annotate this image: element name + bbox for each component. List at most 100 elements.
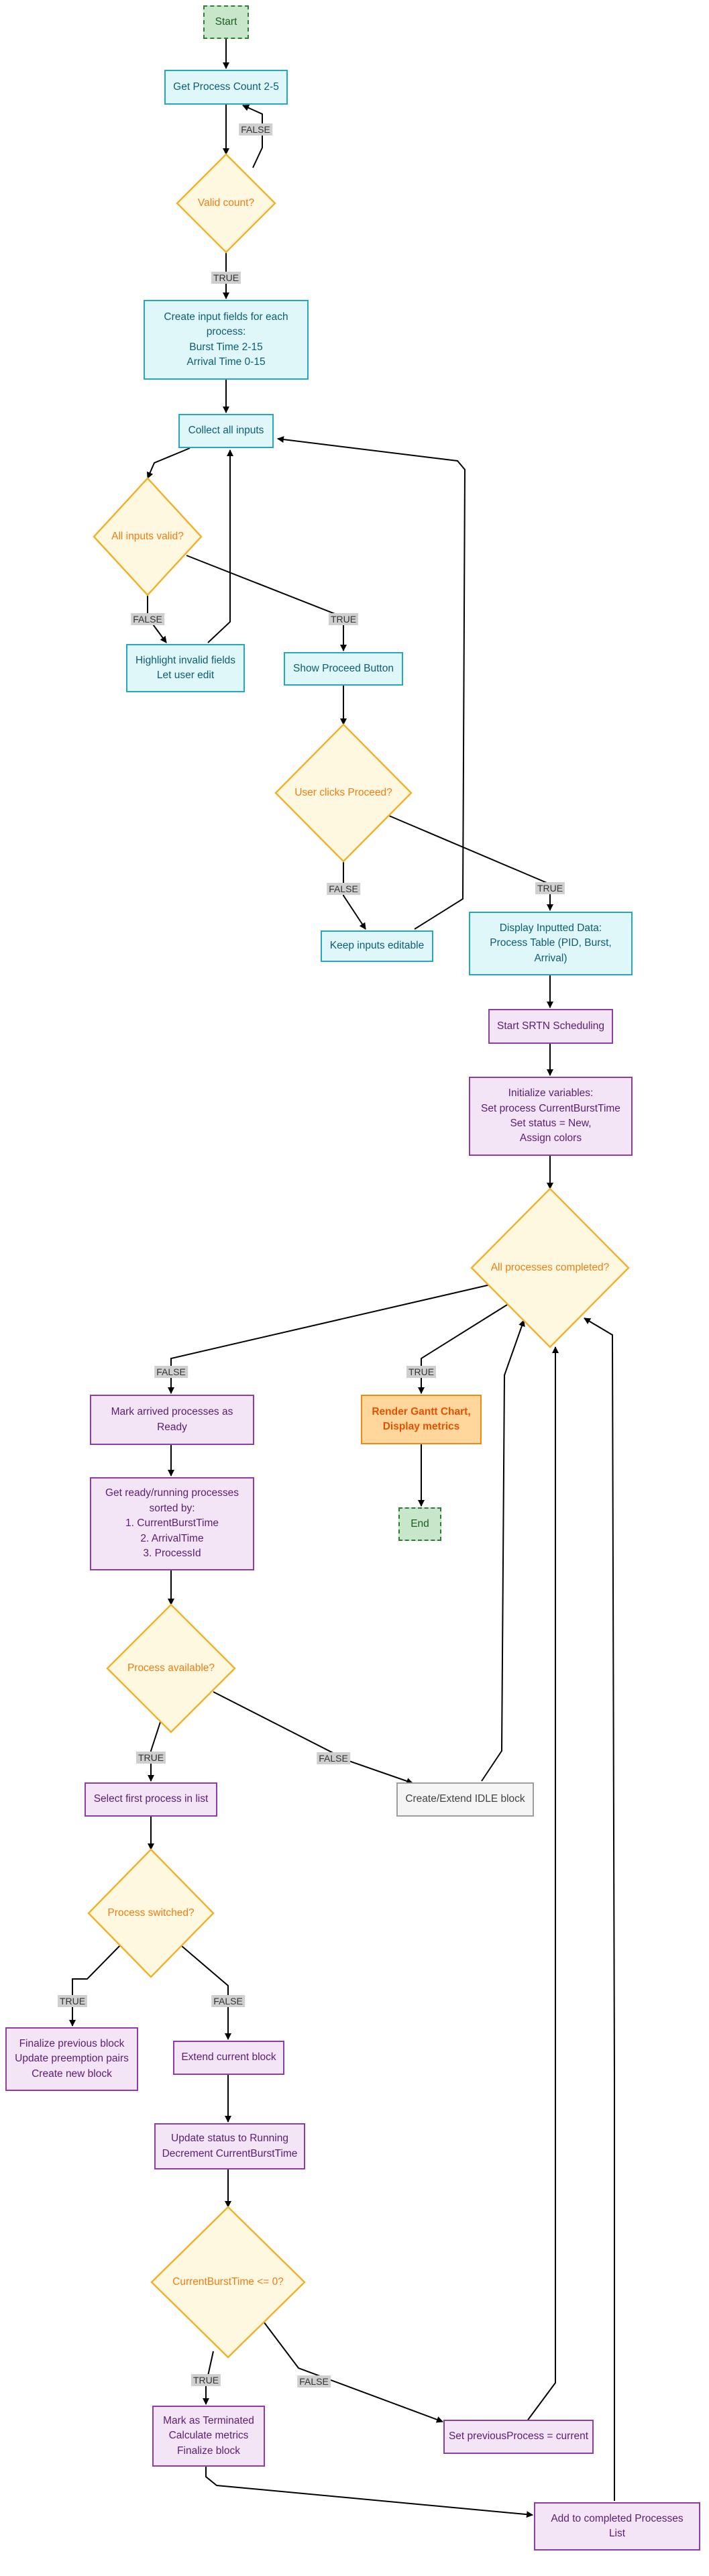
node-text-line: Extend current block bbox=[181, 2051, 276, 2063]
node-text-line: Burst Time 2-15 bbox=[189, 341, 263, 353]
edge-highlight-to-collect bbox=[207, 449, 233, 643]
node-text-line: Display Inputted Data: bbox=[499, 922, 602, 934]
node-text-line: sorted by: bbox=[149, 1502, 195, 1514]
node-get-ready: Get ready/running processes sorted by: 1. … bbox=[90, 1477, 254, 1570]
node-text-line: Show Proceed Button bbox=[293, 662, 394, 674]
node-text-line: Display metrics bbox=[382, 1421, 460, 1432]
node-text-line: Arrival Time 0-15 bbox=[186, 356, 266, 368]
edge-switched-false-to-extend bbox=[181, 1945, 231, 2040]
node-text-line: Add to completed Processes bbox=[551, 2512, 684, 2524]
node-set-previous: Set previousProcess = current bbox=[443, 2420, 594, 2454]
node-display-data: Display Inputted Data: Process Table (PID… bbox=[469, 912, 633, 975]
node-text-line: Finalize block bbox=[177, 2445, 240, 2457]
node-start: Start bbox=[203, 5, 249, 39]
node-text-line: Start SRTN Scheduling bbox=[497, 1020, 604, 1032]
edge-valid-false-to-count bbox=[242, 105, 263, 168]
edge-label-proceed-false: FALSE bbox=[327, 883, 360, 895]
edge-switched-true-to-finalize bbox=[69, 1944, 121, 2027]
node-extend-block: Extend current block bbox=[173, 2041, 284, 2075]
node-keep-editable: Keep inputs editable bbox=[321, 930, 433, 962]
edge-inputs-true-to-proceed bbox=[186, 555, 347, 651]
node-get-count: Get Process Count 2-5 bbox=[164, 70, 288, 105]
decision-user-clicks bbox=[274, 723, 413, 863]
node-text-line: Mark as Terminated bbox=[163, 2414, 254, 2426]
node-start-srtn: Start SRTN Scheduling bbox=[488, 1009, 613, 1044]
node-init-vars: Initialize variables: Set process Current… bbox=[469, 1077, 633, 1156]
decision-valid-count bbox=[176, 153, 276, 254]
node-text-line: Update status to Running bbox=[171, 2133, 288, 2145]
edge-terminated-to-addcompleted bbox=[205, 2467, 533, 2518]
node-text-line: Start bbox=[215, 15, 237, 28]
edge-available-true-to-select bbox=[148, 1719, 162, 1782]
edge-keep-to-collect bbox=[277, 436, 466, 930]
node-text-line: Arrival) bbox=[534, 952, 567, 964]
edge-label-burst-true: TRUE bbox=[190, 2374, 221, 2386]
node-text-line: Ready bbox=[157, 1421, 187, 1433]
node-text-line: 1. CurrentBurstTime bbox=[125, 1517, 219, 1529]
edge-label-completed-false: FALSE bbox=[154, 1366, 188, 1378]
edge-label-switched-true: TRUE bbox=[57, 1995, 88, 2007]
node-text-line: 2. ArrivalTime bbox=[140, 1532, 204, 1544]
node-text-line: process: bbox=[206, 326, 246, 338]
node-text-line: Create input fields for each bbox=[164, 311, 288, 323]
decision-inputs-valid bbox=[93, 477, 203, 596]
node-text-line: End bbox=[411, 1517, 429, 1529]
edge-label-available-false: FALSE bbox=[317, 1752, 350, 1764]
decision-process-switched bbox=[87, 1848, 215, 1978]
edge-setprev-to-completed bbox=[526, 1346, 559, 2422]
node-text-line: Create new block bbox=[32, 2068, 112, 2080]
edge-burst-false-to-setprev bbox=[263, 2321, 443, 2423]
node-text-line: Set status = New, bbox=[510, 1118, 592, 1129]
node-render-gantt: Render Gantt Chart, Display metrics bbox=[361, 1395, 482, 1444]
edge-label-completed-true: TRUE bbox=[406, 1366, 437, 1378]
node-show-proceed: Show Proceed Button bbox=[284, 652, 403, 686]
edge-label-available-true: TRUE bbox=[135, 1752, 166, 1764]
decision-process-available bbox=[106, 1603, 236, 1733]
node-text-line: Set process CurrentBurstTime bbox=[481, 1102, 620, 1114]
node-text-line: Create/Extend IDLE block bbox=[405, 1793, 525, 1805]
node-end: End bbox=[398, 1507, 441, 1541]
node-idle-block: Create/Extend IDLE block bbox=[396, 1782, 534, 1817]
node-text-line: Get ready/running processes bbox=[105, 1487, 239, 1499]
edge-idle-to-completed bbox=[481, 1320, 525, 1782]
edge-completed-true-to-render bbox=[418, 1304, 508, 1394]
edge-user-true-to-display bbox=[388, 815, 553, 911]
edge-label-inputs-true: TRUE bbox=[328, 613, 359, 625]
edge-label-burst-false: FALSE bbox=[297, 2375, 331, 2387]
node-text-line: 3. ProcessId bbox=[143, 1548, 201, 1560]
node-text-line: Render Gantt Chart, bbox=[372, 1405, 471, 1417]
node-text-line: Finalize previous block bbox=[19, 2037, 125, 2049]
edge-addcompleted-to-completed bbox=[584, 1318, 615, 2501]
edge-collect-to-inputsvalid bbox=[147, 447, 190, 479]
edge-label-proceed-true: TRUE bbox=[535, 882, 565, 894]
edge-label-inputs-false: FALSE bbox=[131, 613, 164, 625]
node-text-line: Calculate metrics bbox=[168, 2430, 249, 2442]
node-text-line: Initialize variables: bbox=[508, 1087, 594, 1099]
node-text-line: Keep inputs editable bbox=[329, 940, 425, 952]
node-text-line: Let user edit bbox=[156, 669, 215, 681]
node-select-first: Select first process in list bbox=[85, 1782, 217, 1817]
node-text-line: Set previousProcess = current bbox=[448, 2430, 589, 2443]
node-text-line: Select first process in list bbox=[93, 1793, 209, 1805]
node-text-line: Process Table (PID, Burst, bbox=[490, 937, 612, 949]
edge-label-count-false: FALSE bbox=[239, 123, 272, 136]
edge-available-false-to-idle bbox=[213, 1691, 413, 1784]
decision-all-completed bbox=[470, 1187, 630, 1348]
node-text-line: List bbox=[608, 2528, 626, 2539]
node-create-fields: Create input fields for each process: Burs… bbox=[144, 300, 309, 380]
node-text-line: Update preemption pairs bbox=[15, 2053, 129, 2065]
edge-label-switched-false: FALSE bbox=[211, 1995, 245, 2007]
node-text-line: Get Process Count 2-5 bbox=[173, 80, 279, 93]
node-collect-inputs: Collect all inputs bbox=[178, 414, 274, 448]
decision-burst-zero bbox=[150, 2206, 306, 2359]
node-text-line: Highlight invalid fields bbox=[135, 654, 236, 666]
node-text-line: Assign colors bbox=[519, 1132, 582, 1144]
edge-completed-false-to-mark bbox=[168, 1284, 491, 1394]
